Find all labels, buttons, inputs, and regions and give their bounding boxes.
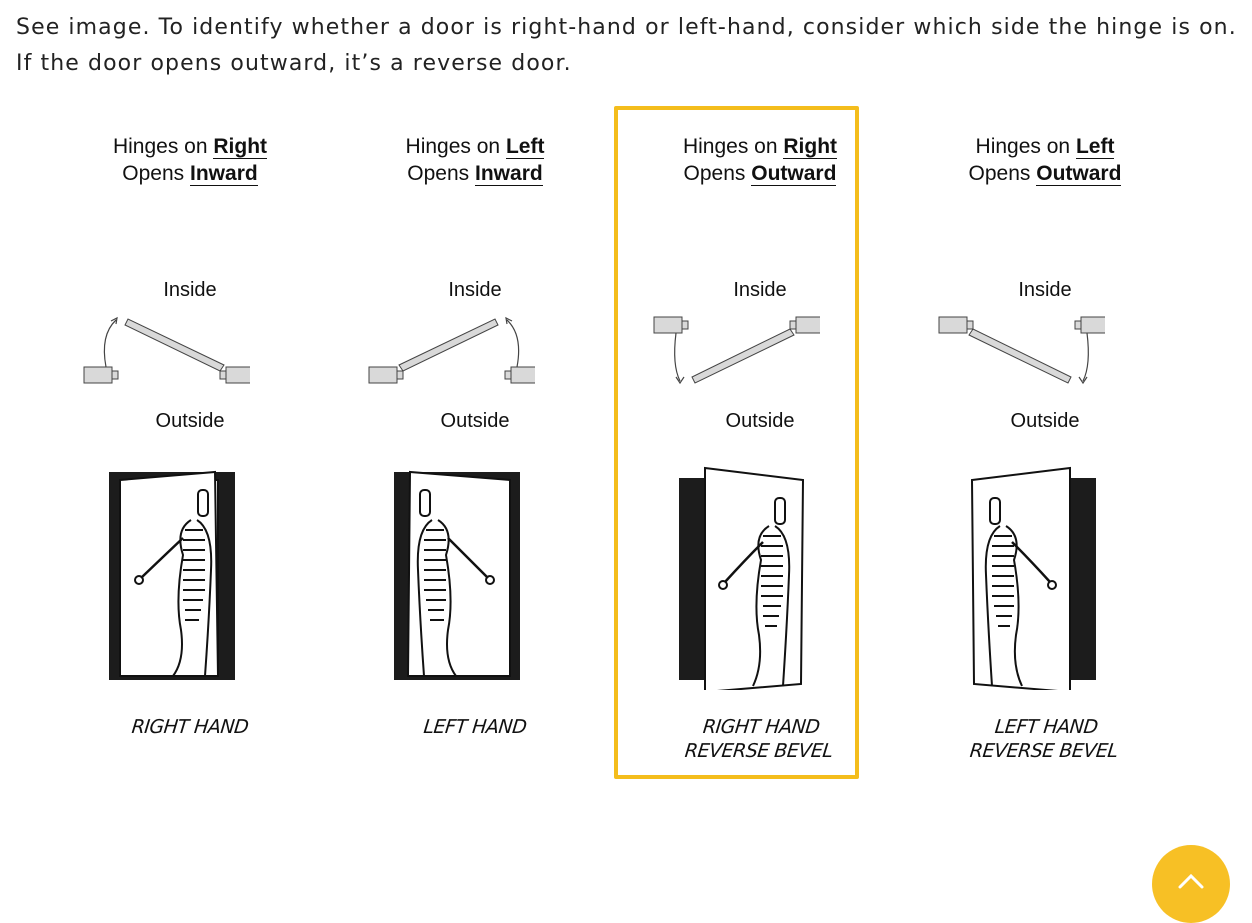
outside-label: Outside: [1010, 410, 1080, 432]
open-direction: Inward: [190, 162, 258, 186]
outside-label: Outside: [440, 410, 510, 432]
outside-label: Outside: [155, 410, 225, 432]
panel-caption: Hinges on Right Opens Inward: [112, 135, 268, 186]
chevron-up-icon: [1178, 873, 1204, 889]
hinge-side: Left: [1075, 135, 1115, 159]
open-direction: Inward: [475, 162, 543, 186]
door-plan-diagram: [938, 316, 1105, 385]
intro-paragraph: See image. To identify whether a door is…: [16, 15, 1237, 76]
inside-label: Inside: [733, 279, 787, 301]
scroll-to-top-button[interactable]: [1152, 845, 1230, 923]
panel-left-hand: Hinges on Left Opens Inward Inside Outsi…: [345, 95, 605, 800]
outside-label: Outside: [725, 410, 795, 432]
left-hand-door-sketch: [394, 470, 520, 680]
door-plan-diagram: [653, 316, 820, 385]
inside-label: Inside: [163, 279, 217, 301]
door-handing-diagram: Hinges on Right Opens Inward Inside Outs…: [60, 95, 1200, 800]
panel-caption: Hinges on Right Opens Outward: [682, 135, 838, 186]
open-direction: Outward: [1036, 162, 1122, 186]
door-plan-diagram: [83, 316, 250, 384]
left-hand-reverse-door-sketch: [970, 466, 1096, 690]
panel-caption: Hinges on Left Opens Inward: [405, 135, 545, 186]
panel-left-hand-reverse: Hinges on Left Opens Outward Inside Outs…: [915, 95, 1175, 800]
panel-right-hand: Hinges on Right Opens Inward Inside Outs…: [60, 95, 320, 800]
handing-label: LEFT HAND: [422, 716, 528, 738]
panel-caption: Hinges on Left Opens Outward: [968, 135, 1122, 186]
right-hand-reverse-door-sketch: [679, 466, 805, 690]
inside-label: Inside: [1018, 279, 1072, 301]
hinge-side: Left: [505, 135, 545, 159]
door-plan-diagram: [368, 316, 535, 384]
handing-label: RIGHT HAND: [130, 716, 250, 738]
open-direction: Outward: [751, 162, 837, 186]
right-hand-door-sketch: [109, 470, 235, 680]
panel-right-hand-reverse: Hinges on Right Opens Outward Inside Out…: [630, 95, 890, 800]
highlight-box: [614, 106, 859, 779]
hinge-side: Right: [213, 135, 268, 159]
inside-label: Inside: [448, 279, 502, 301]
handing-label: LEFT HAND REVERSE BEVEL: [968, 716, 1119, 762]
hinge-side: Right: [783, 135, 838, 159]
